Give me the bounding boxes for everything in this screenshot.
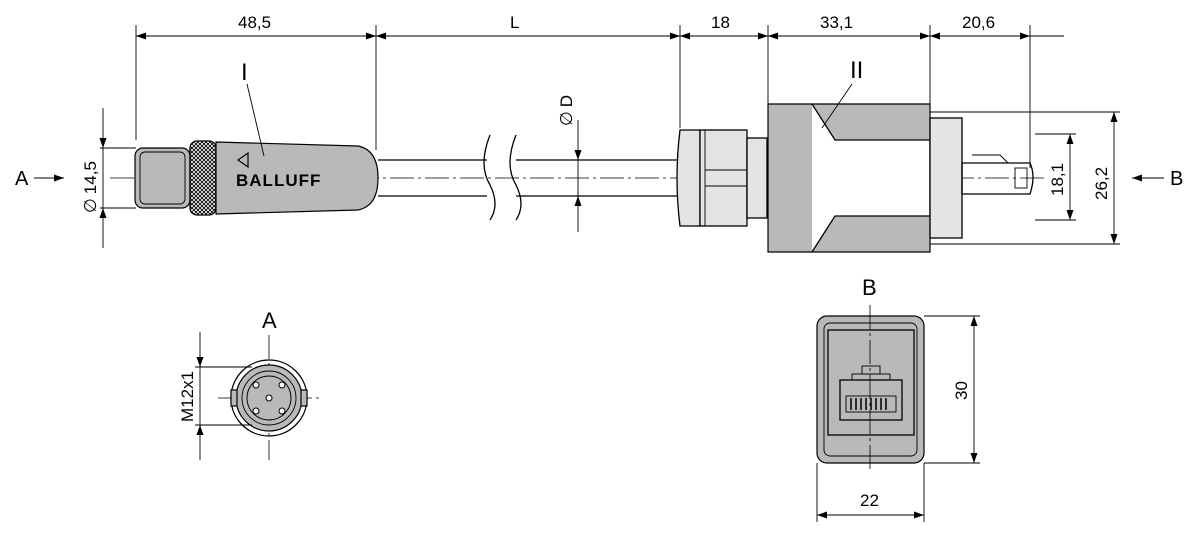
dim-22: 22	[860, 491, 879, 510]
svg-text:∅14,5: ∅ 14,5	[81, 161, 100, 213]
view-A: A M12x1	[178, 308, 322, 460]
dim-26-2: 26,2	[930, 111, 1120, 245]
brand-logo: BALLUFF	[236, 171, 321, 190]
m12-pins	[252, 381, 286, 415]
cable	[378, 134, 680, 221]
rj45-front-outer	[816, 315, 925, 464]
dim-26-2-value: 26,2	[1092, 167, 1111, 200]
part-label-I: I	[241, 59, 248, 86]
dim-dia-14-5: ∅ 14,5	[81, 108, 136, 248]
dim-M12: M12x1	[178, 371, 197, 422]
view-A-title: A	[262, 308, 277, 333]
dim-D-value: D	[557, 95, 576, 107]
view-arrow-B-label: B	[1170, 168, 1183, 190]
cable-break-icon	[483, 134, 496, 221]
knurled-nut	[189, 140, 217, 216]
dim-30: 30	[952, 381, 971, 400]
side-view: BALLUFF	[15, 13, 1183, 253]
svg-text:∅D: ∅D	[557, 95, 576, 126]
triangle-mark-icon	[236, 151, 249, 169]
dim-dia-D: ∅D	[557, 95, 582, 232]
diameter-icon: ∅	[81, 198, 100, 213]
m12-connector: BALLUFF	[134, 140, 379, 216]
diameter-icon: ∅	[557, 111, 576, 126]
dimension-chain-top: 48,5 L 18 33,1 20,6	[136, 13, 1064, 40]
dim-33-1: 33,1	[820, 13, 853, 32]
view-B: B 30 22	[816, 275, 980, 522]
dim-L: L	[510, 13, 519, 32]
rj45-housing	[767, 103, 1034, 253]
view-arrow-A-label: A	[15, 168, 29, 190]
dim-18-1: 18,1	[1035, 133, 1076, 221]
cable-gland	[676, 129, 768, 227]
dim-18-1-value: 18,1	[1048, 163, 1067, 196]
dim-48-5: 48,5	[238, 13, 271, 32]
dim-18: 18	[711, 13, 730, 32]
rj45-front-inner	[827, 329, 915, 436]
connector-body	[215, 141, 379, 215]
view-B-title: B	[862, 275, 877, 300]
dim-20-6: 20,6	[962, 13, 995, 32]
coupling-nut-face	[134, 147, 191, 209]
part-label-II: II	[850, 57, 863, 84]
rj45-socket	[839, 365, 903, 421]
dim-14-5-value: 14,5	[81, 161, 100, 194]
rj45-contacts	[850, 398, 887, 410]
rj45-plug	[961, 162, 1034, 195]
